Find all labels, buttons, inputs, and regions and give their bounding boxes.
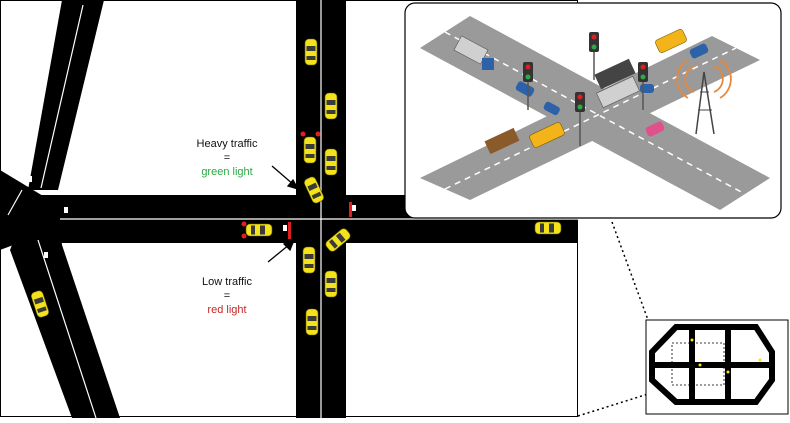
heavy-traffic-label: Heavy traffic = green light [187,137,267,179]
taxi-icon [324,270,338,298]
low-traffic-text: Low traffic [202,276,252,288]
taxi-icon [304,38,318,66]
bus-icon [529,122,565,148]
annotation-arrows [267,165,300,263]
mini-map [645,319,789,415]
road-northwest [28,0,104,190]
red-signal-bar [288,222,291,239]
taxi-icon [324,148,338,176]
car-icon [640,84,654,93]
isometric-inset [404,2,782,219]
red-light-text: red light [207,304,247,316]
zoom-lines [577,221,649,417]
lane-markings [7,0,578,419]
taxi-icon [303,136,317,164]
car-icon [515,81,535,97]
heavy-equals: = [223,152,231,164]
green-light-text: green light [201,166,253,178]
taxi-icon [245,223,273,237]
taxi-icon [302,246,316,274]
truck-icon [453,35,494,70]
truck-icon [484,127,520,155]
low-equals: = [223,290,231,302]
traffic-light-icon [523,62,533,110]
car-icon [543,101,560,116]
truck-icon [594,58,640,109]
taxi-icon [324,92,338,120]
traffic-light-icon [638,62,648,110]
red-signal-bar-east [349,202,352,217]
traffic-light-icon [575,92,585,146]
bus-icon [655,29,687,53]
car-icon [645,121,665,137]
traffic-light-icon [589,32,599,80]
signal-tower-icon [676,59,732,135]
taxi-icon [534,221,562,235]
car-icon [689,43,709,59]
taxi-icon [305,308,319,336]
low-traffic-label: Low traffic = red light [187,275,267,317]
heavy-traffic-text: Heavy traffic [196,138,258,150]
